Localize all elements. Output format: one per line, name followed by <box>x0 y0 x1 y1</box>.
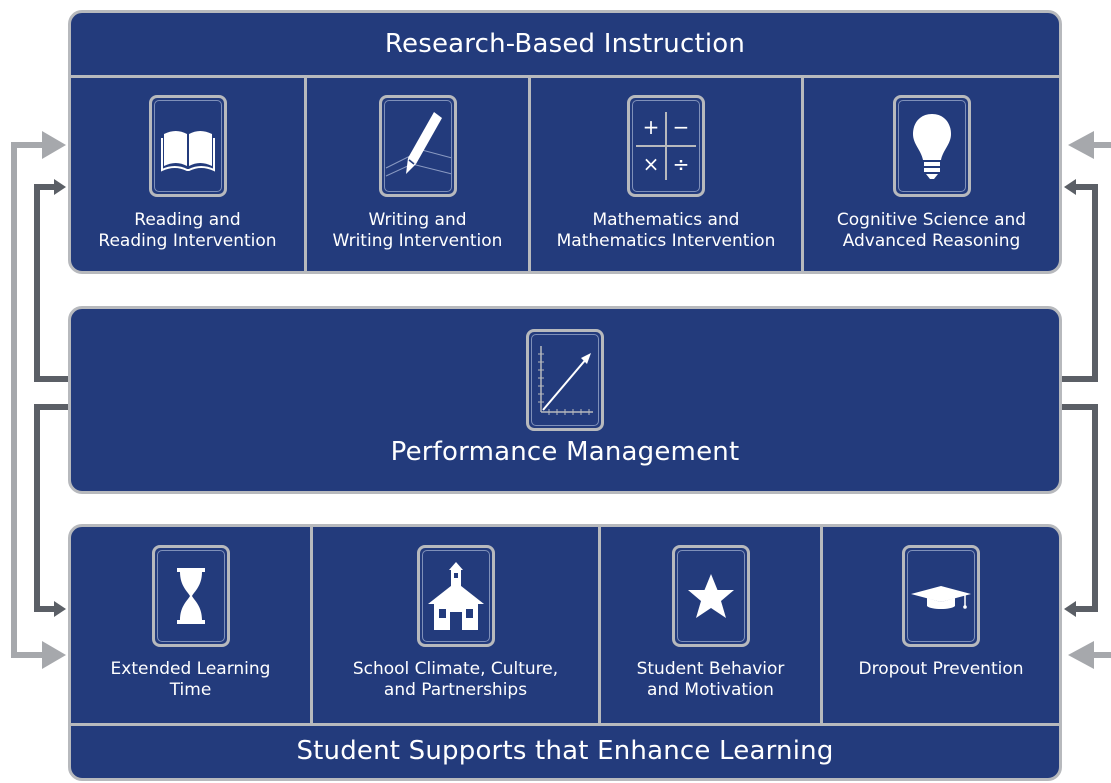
writing-label: Writing and Writing Intervention <box>332 210 503 251</box>
student-supports-title: Student Supports that Enhance Learning <box>71 723 1059 778</box>
writing-cell: Writing and Writing Intervention <box>304 78 528 271</box>
performance-management-panel: Performance Management <box>68 306 1062 494</box>
times-symbol: × <box>643 152 660 176</box>
extended-learning-time-cell: Extended Learning Time <box>71 527 310 723</box>
right-upper-dark-arrow <box>1062 184 1098 382</box>
open-book-icon <box>148 95 227 197</box>
student-behavior-label: Student Behavior and Motivation <box>636 659 785 700</box>
mathematics-label: Mathematics and Mathematics Intervention <box>556 210 776 251</box>
cognitive-science-label: Cognitive Science and Advanced Reasoning <box>836 210 1027 251</box>
right-lower-dark-arrow <box>1062 404 1098 612</box>
pencil-icon <box>378 95 457 197</box>
school-climate-label: School Climate, Culture, and Partnership… <box>352 659 559 700</box>
schoolhouse-icon <box>416 545 495 647</box>
math-operators-icon: + − × ÷ <box>627 95 705 197</box>
divide-symbol: ÷ <box>673 152 690 176</box>
student-behavior-cell: Student Behavior and Motivation <box>598 527 820 723</box>
dropout-prevention-cell: Dropout Prevention <box>820 527 1059 723</box>
reading-label: Reading and Reading Intervention <box>98 210 277 251</box>
student-supports-panel: Extended Learning Time School Climate, C… <box>68 524 1062 781</box>
research-based-instruction-panel: Research-Based Instruction Reading and R… <box>68 10 1062 274</box>
left-light-arrow <box>11 142 44 658</box>
minus-symbol: − <box>673 115 690 139</box>
research-based-instruction-title: Research-Based Instruction <box>71 13 1059 78</box>
extended-learning-time-label: Extended Learning Time <box>110 659 271 700</box>
graduation-cap-icon <box>902 545 980 647</box>
school-climate-cell: School Climate, Culture, and Partnership… <box>310 527 598 723</box>
left-upper-dark-arrow <box>34 184 68 382</box>
lightbulb-icon <box>892 95 971 197</box>
growth-chart-icon <box>526 329 604 431</box>
reading-cell: Reading and Reading Intervention <box>71 78 304 271</box>
hourglass-icon <box>151 545 230 647</box>
cognitive-science-cell: Cognitive Science and Advanced Reasoning <box>801 78 1059 271</box>
dropout-prevention-label: Dropout Prevention <box>858 659 1024 679</box>
star-icon <box>671 545 750 647</box>
mathematics-cell: + − × ÷ Mathematics and Mathematics Inte… <box>528 78 801 271</box>
plus-symbol: + <box>643 115 660 139</box>
left-lower-dark-arrow <box>34 404 68 612</box>
performance-management-title: Performance Management <box>390 437 740 467</box>
